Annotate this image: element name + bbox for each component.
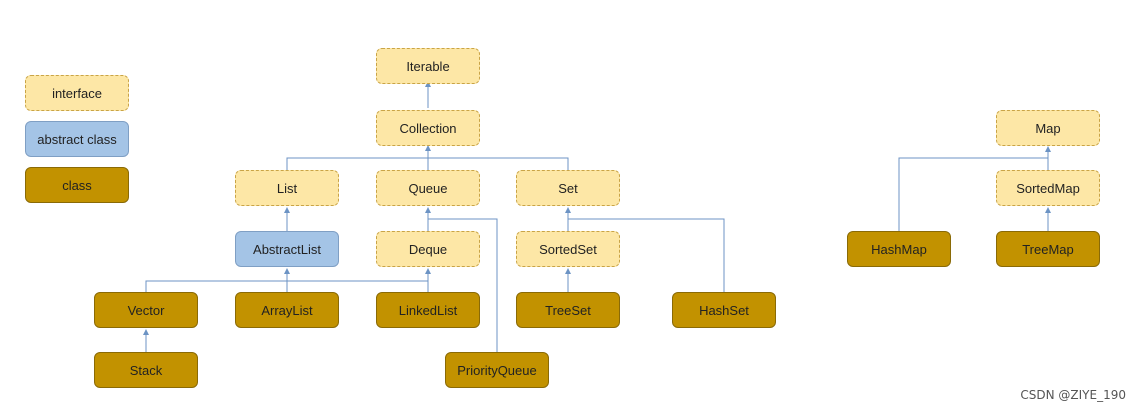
node-map: Map [996, 110, 1100, 146]
node-hash-set: HashSet [672, 292, 776, 328]
node-tree-set: TreeSet [516, 292, 620, 328]
edge-priorityqueue-queue [428, 218, 498, 352]
node-vector: Vector [94, 292, 198, 328]
node-abstract-list: AbstractList [235, 231, 339, 267]
node-sorted-set: SortedSet [516, 231, 620, 267]
node-priority-queue: PriorityQueue [445, 352, 549, 388]
edge-list-collection [286, 157, 428, 170]
edge-hashset-set [568, 218, 725, 292]
edge-linkedlist-abstractlist [287, 280, 429, 292]
watermark-text: CSDN @ZIYE_190 [1020, 388, 1126, 402]
node-iterable: Iterable [376, 48, 480, 84]
node-hash-map: HashMap [847, 231, 951, 267]
node-linked-list: LinkedList [376, 292, 480, 328]
node-collection: Collection [376, 110, 480, 146]
node-queue: Queue [376, 170, 480, 206]
node-stack: Stack [94, 352, 198, 388]
edge-set-collection [428, 157, 569, 170]
legend-class: class [25, 167, 129, 203]
legend-abstract-class: abstract class [25, 121, 129, 157]
edge-vector-abstractlist [145, 280, 287, 292]
node-deque: Deque [376, 231, 480, 267]
node-sorted-map: SortedMap [996, 170, 1100, 206]
node-set: Set [516, 170, 620, 206]
node-array-list: ArrayList [235, 292, 339, 328]
node-tree-map: TreeMap [996, 231, 1100, 267]
node-list: List [235, 170, 339, 206]
legend-interface: interface [25, 75, 129, 111]
edge-hashmap-map [898, 157, 1048, 231]
